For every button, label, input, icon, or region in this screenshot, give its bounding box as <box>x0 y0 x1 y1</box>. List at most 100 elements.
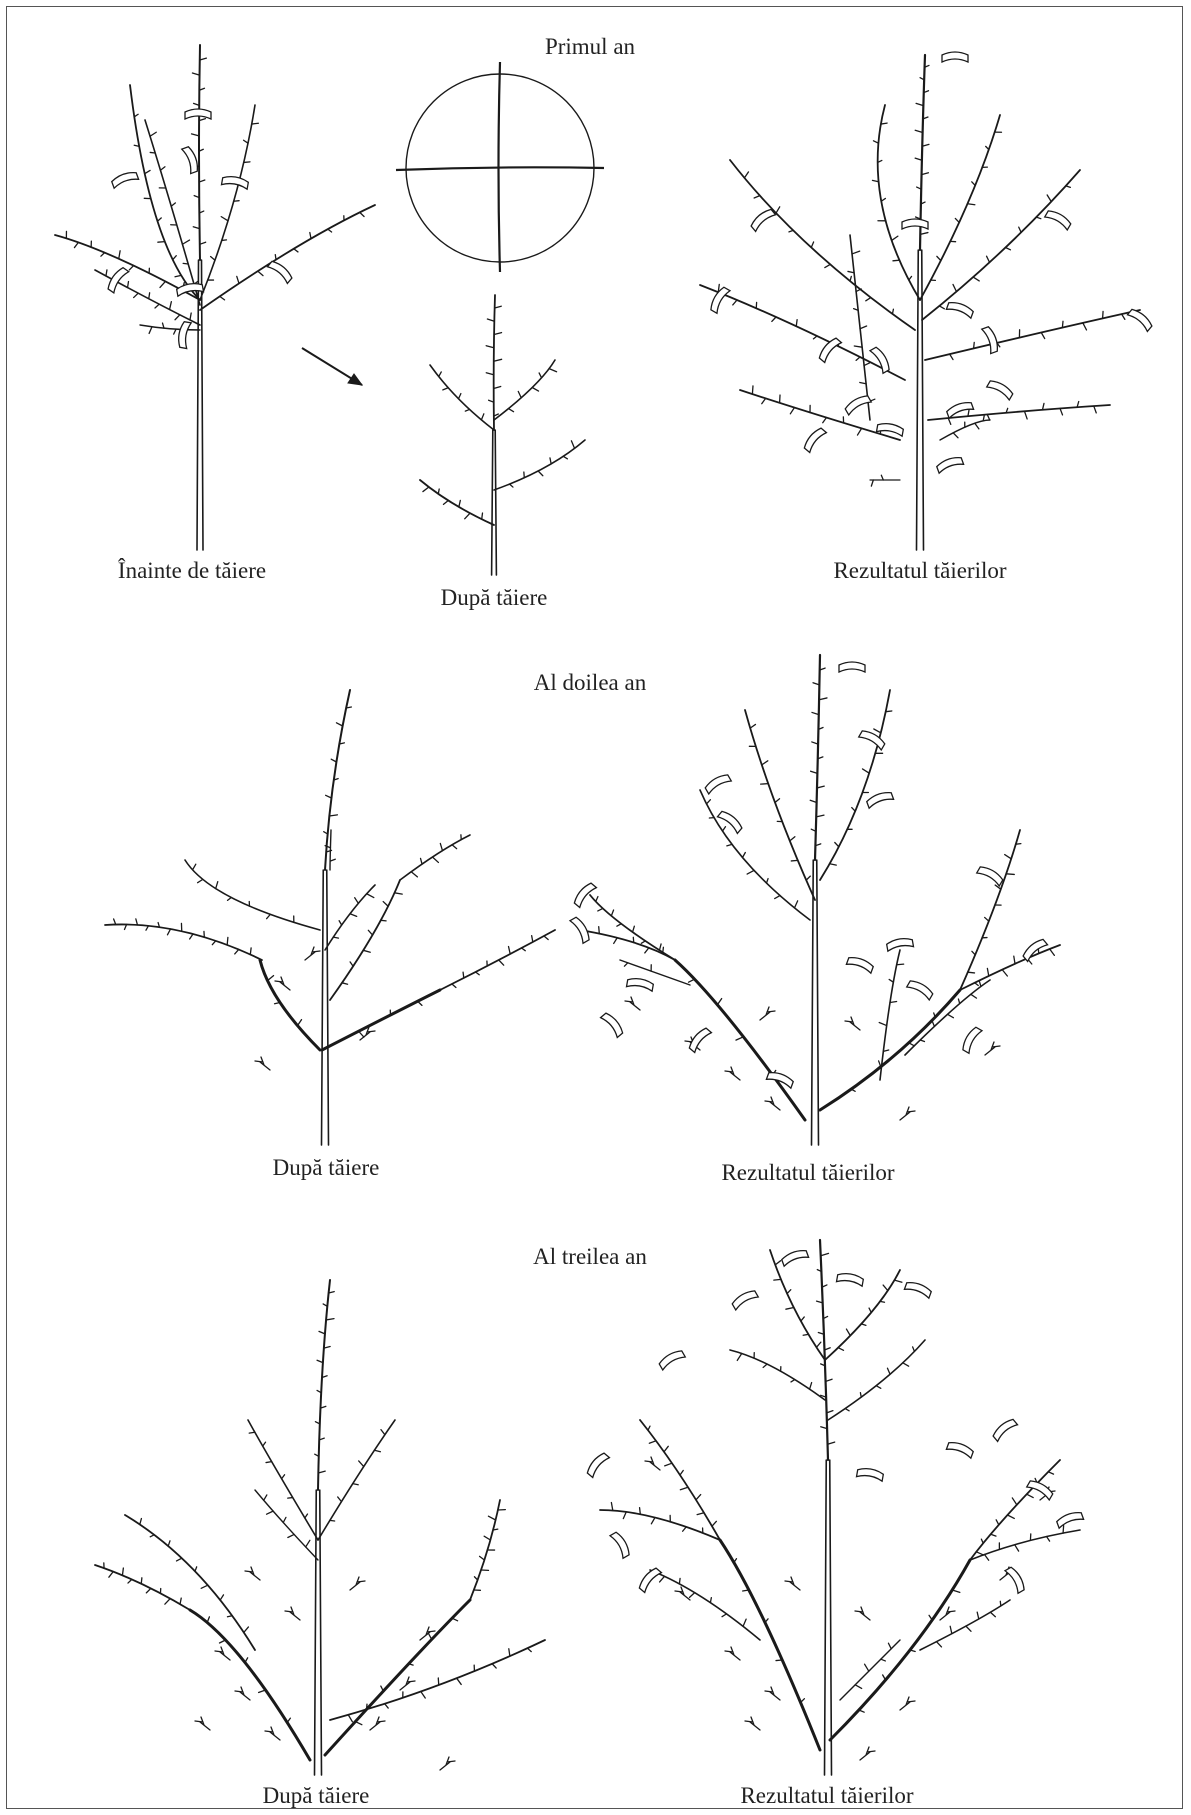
fruit-spur <box>985 1042 1000 1055</box>
bud <box>645 948 649 953</box>
bud <box>492 1664 496 1668</box>
y2-result-branch <box>700 790 810 920</box>
bud <box>195 1567 197 1571</box>
bud <box>252 123 259 124</box>
bud <box>539 373 541 378</box>
y1-result-branch <box>850 235 870 420</box>
y1-result-branch <box>730 160 915 330</box>
bud <box>971 994 977 998</box>
bud <box>852 251 860 254</box>
section-title-year-1: Primul an <box>545 34 635 60</box>
bud <box>305 1514 308 1518</box>
bud <box>791 860 798 861</box>
bud <box>74 242 78 247</box>
bud <box>368 930 372 935</box>
bud <box>880 1301 884 1302</box>
y3-result-scaffold <box>720 1540 820 1750</box>
bud <box>149 293 150 299</box>
bud <box>220 1595 223 1600</box>
bud <box>816 815 824 817</box>
bud <box>509 1649 510 1656</box>
bud <box>484 1536 490 1540</box>
y3-result-branch <box>770 1250 825 1360</box>
bud <box>762 761 768 765</box>
bud <box>1008 1515 1015 1518</box>
bud <box>267 1511 274 1514</box>
bud <box>791 1380 795 1382</box>
bud <box>806 876 810 880</box>
arrow-head <box>348 374 362 385</box>
bud <box>860 326 867 329</box>
bud <box>146 1588 150 1592</box>
bud <box>287 1718 290 1722</box>
bud <box>864 363 870 366</box>
y3-after-branch <box>470 1500 500 1600</box>
y1-result-branch <box>925 310 1140 360</box>
bud <box>283 1517 286 1522</box>
bud <box>330 1520 335 1521</box>
bud <box>128 282 129 288</box>
bud <box>122 1568 123 1575</box>
bud <box>182 240 189 244</box>
bud <box>683 1527 687 1531</box>
bud <box>614 938 618 944</box>
fruit-spur <box>940 1607 955 1620</box>
pruning-cut-mark <box>781 1248 809 1266</box>
pruning-cut-mark <box>731 1288 759 1310</box>
bud <box>174 329 176 334</box>
bud <box>510 484 513 487</box>
bud <box>476 972 480 975</box>
pruning-cut-mark <box>222 175 249 189</box>
bud <box>495 306 502 308</box>
bud <box>892 236 898 240</box>
bud <box>342 983 348 984</box>
y2-result-trunk <box>812 860 819 1145</box>
bud <box>633 926 635 932</box>
bud <box>355 1722 361 1725</box>
caption-y1-result: Rezultatul tăierilor <box>833 558 1006 584</box>
bud <box>774 1279 781 1280</box>
bud <box>227 1616 232 1617</box>
bud <box>518 391 521 397</box>
bud <box>359 1461 364 1467</box>
bud <box>549 369 556 372</box>
bud <box>155 304 159 308</box>
bud <box>611 910 613 916</box>
pruning-cut-mark <box>177 321 191 348</box>
bud <box>813 336 817 339</box>
bud <box>1000 1601 1001 1606</box>
bud <box>886 711 892 712</box>
bud <box>879 1023 886 1026</box>
bud <box>909 1043 914 1046</box>
bud <box>1050 949 1055 955</box>
bud <box>823 418 827 423</box>
bud <box>953 433 958 438</box>
bud <box>883 1285 888 1291</box>
y2-result-scaffold <box>820 990 960 1110</box>
bud <box>129 266 133 270</box>
bud <box>411 872 417 877</box>
pruning-cut-mark <box>817 336 841 362</box>
bud <box>881 1659 886 1661</box>
section-title-year-2: Al doilea an <box>534 670 646 696</box>
bud <box>664 1446 668 1452</box>
bud <box>180 1598 181 1604</box>
bud <box>984 1554 988 1560</box>
bud <box>563 456 567 459</box>
bud <box>977 1612 979 1619</box>
bud <box>903 1363 909 1366</box>
bud <box>177 1558 182 1561</box>
bud <box>974 342 975 348</box>
y3-after-branch <box>95 1565 190 1610</box>
bud <box>198 879 203 882</box>
pruning-cut-mark <box>111 170 139 188</box>
bud <box>1083 323 1087 330</box>
bud <box>894 1280 901 1282</box>
bud <box>1047 1537 1050 1542</box>
bud <box>183 263 188 264</box>
bud <box>659 944 661 950</box>
bud <box>958 999 959 1004</box>
y2-after-scaffold <box>322 990 440 1050</box>
y2-result-branch <box>590 895 675 960</box>
